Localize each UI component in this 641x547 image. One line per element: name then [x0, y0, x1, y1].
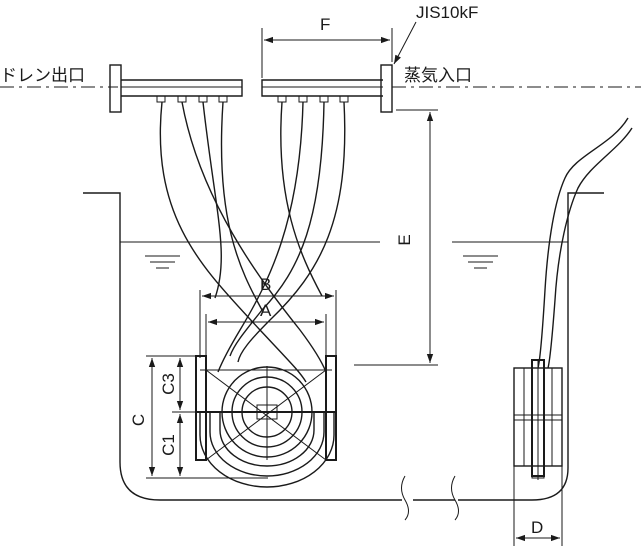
- tank: [83, 192, 604, 521]
- text-labels: ドレン出口 蒸気入口 JIS10kF F B A E C C3 C1 D: [0, 3, 543, 537]
- drain-flange: [109, 64, 122, 113]
- water-level-symbol-right: [463, 255, 498, 269]
- steam-nozzles: [277, 95, 349, 103]
- dim-a-label: A: [260, 301, 272, 320]
- dim-e-label: E: [395, 234, 414, 245]
- dimension-lines: [146, 21, 563, 546]
- dim-c-label: C: [129, 414, 148, 426]
- dim-b-label: B: [260, 275, 271, 294]
- tank-wall-left: [83, 192, 402, 501]
- water-level: [120, 241, 568, 269]
- dim-c1-label: C1: [159, 434, 178, 456]
- drain-header: [121, 79, 243, 97]
- support-left: [195, 355, 207, 461]
- steam-inlet-label: 蒸気入口: [404, 66, 472, 85]
- dim-f-label: F: [320, 15, 330, 34]
- drain-outlet-label: ドレン出口: [0, 66, 85, 85]
- break-mark-right: [451, 475, 459, 521]
- header-pipes: [0, 64, 641, 113]
- tank-wall-right: [458, 192, 604, 501]
- support-right: [325, 355, 337, 461]
- drain-nozzles: [156, 95, 228, 103]
- steam-flange: [380, 64, 393, 113]
- coil-bundle-side: [513, 117, 633, 480]
- steam-header: [261, 79, 383, 97]
- water-level-symbol-left: [145, 255, 180, 269]
- dim-d-label: D: [531, 518, 543, 537]
- flange-standard-label: JIS10kF: [416, 3, 478, 22]
- coil-bundle-front: [195, 355, 337, 488]
- break-mark-left: [401, 475, 409, 521]
- dim-c3-label: C3: [159, 373, 178, 395]
